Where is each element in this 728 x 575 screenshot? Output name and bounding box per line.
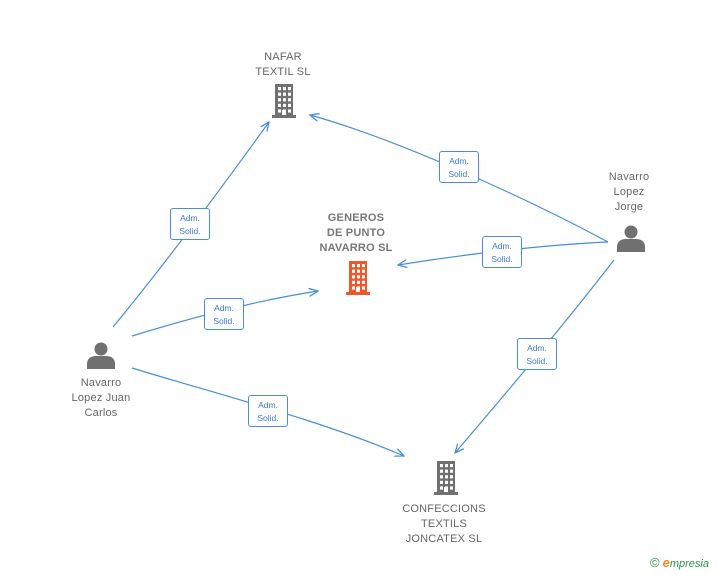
node-label-confeccions[interactable]: CONFECCIONS TEXTILS JONCATEX SL <box>402 503 486 545</box>
node-label-jorge[interactable]: Navarro Lopez Jorge <box>608 171 650 213</box>
edge-label-jorge-to-nafar[interactable]: Adm. Solid. <box>439 151 479 183</box>
edge-label-juancarlos-to-confeccions[interactable]: Adm. Solid. <box>248 395 288 427</box>
node-label-generos[interactable]: GENEROS DE PUNTO NAVARRO SL <box>319 212 393 254</box>
edge-label-juancarlos-to-nafar[interactable]: Adm. Solid. <box>170 208 210 240</box>
node-label-juancarlos[interactable]: Navarro Lopez Juan Carlos <box>71 377 131 419</box>
edge-label-jorge-to-generos[interactable]: Adm. Solid. <box>482 236 522 268</box>
person-icon-juancarlos[interactable] <box>87 342 115 370</box>
edge-label-juancarlos-to-generos[interactable]: Adm. Solid. <box>204 298 244 330</box>
person-icon-jorge[interactable] <box>617 225 645 253</box>
building-icon-generos[interactable] <box>346 261 370 295</box>
building-icon-confeccions[interactable] <box>434 461 458 495</box>
copyright-symbol: © <box>650 555 660 570</box>
empresia-logo-text: mpresia <box>669 558 709 570</box>
empresia-credit: ©empresia <box>650 555 709 570</box>
empresia-logo-initial: e <box>662 555 670 570</box>
building-icon-nafar[interactable] <box>272 84 296 118</box>
edge-label-jorge-to-confeccions[interactable]: Adm. Solid. <box>517 338 557 370</box>
node-label-nafar[interactable]: NAFAR TEXTIL SL <box>255 51 311 78</box>
